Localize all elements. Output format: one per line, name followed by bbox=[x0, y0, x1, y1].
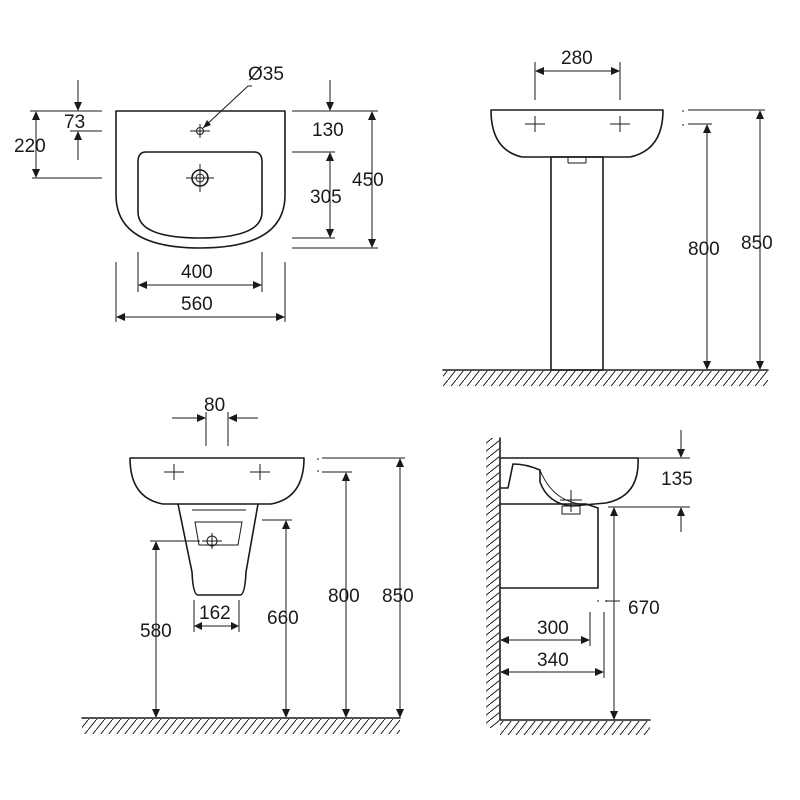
dim-overall-height: 850 bbox=[382, 586, 414, 607]
dim-overall-height: 850 bbox=[741, 233, 773, 254]
tap-hole-icon bbox=[525, 116, 545, 132]
floor-hatch bbox=[500, 721, 650, 735]
tap-hole-icon bbox=[250, 464, 270, 480]
floor-hatch bbox=[443, 371, 768, 386]
dim-rim-height: 800 bbox=[688, 239, 720, 260]
dim-overall-width: 560 bbox=[181, 294, 213, 315]
waste-drain-icon bbox=[560, 490, 582, 515]
dim-trap-depth: 300 bbox=[537, 618, 569, 639]
pedestal-column bbox=[550, 156, 604, 371]
pedestal-front-view: 280 800 850 bbox=[442, 48, 773, 386]
dim-overall-depth-side: 340 bbox=[537, 650, 569, 671]
basin-side-profile bbox=[499, 457, 639, 507]
dim-rim-depth: 130 bbox=[312, 120, 344, 141]
floor-hatch bbox=[82, 719, 400, 734]
basin-outline-top bbox=[115, 110, 286, 249]
basin-front-outline bbox=[490, 109, 664, 158]
side-view: 135 670 300 340 bbox=[486, 430, 693, 735]
dim-rim-height: 800 bbox=[328, 586, 360, 607]
dim-rim-depth-side: 135 bbox=[661, 469, 693, 490]
waste-drain-icon bbox=[186, 164, 214, 192]
dim-tap-spacing: 280 bbox=[561, 48, 593, 69]
basin-front-outline bbox=[129, 457, 305, 505]
semi-pedestal-shroud-side bbox=[499, 503, 599, 589]
dim-trap-bottom-height: 660 bbox=[267, 608, 299, 629]
dim-bowl-depth: 305 bbox=[310, 187, 342, 208]
top-view: Ø35 73 220 130 305 450 bbox=[14, 64, 384, 322]
semi-pedestal-front-view: 80 580 162 660 800 850 bbox=[81, 395, 414, 734]
dim-tap-offset: 73 bbox=[64, 112, 85, 133]
dim-overall-depth: 450 bbox=[352, 170, 384, 191]
bowl-outline-top bbox=[137, 151, 263, 239]
dim-overall-depth-left: 220 bbox=[14, 136, 46, 157]
waste-drain-icon bbox=[202, 533, 222, 549]
dim-tap-spacing: 80 bbox=[204, 395, 225, 416]
tap-hole-icon bbox=[610, 116, 630, 132]
dim-bowl-width: 400 bbox=[181, 262, 213, 283]
dim-fixing-height: 670 bbox=[628, 598, 660, 619]
semi-pedestal-shroud bbox=[177, 503, 259, 596]
tap-hole-icon bbox=[164, 464, 184, 480]
wall-hatch bbox=[486, 438, 499, 728]
dim-hole-diameter: Ø35 bbox=[248, 64, 284, 85]
dim-waste-height: 580 bbox=[140, 621, 172, 642]
tap-hole-icon bbox=[190, 124, 210, 138]
dim-trap-width: 162 bbox=[199, 603, 231, 624]
